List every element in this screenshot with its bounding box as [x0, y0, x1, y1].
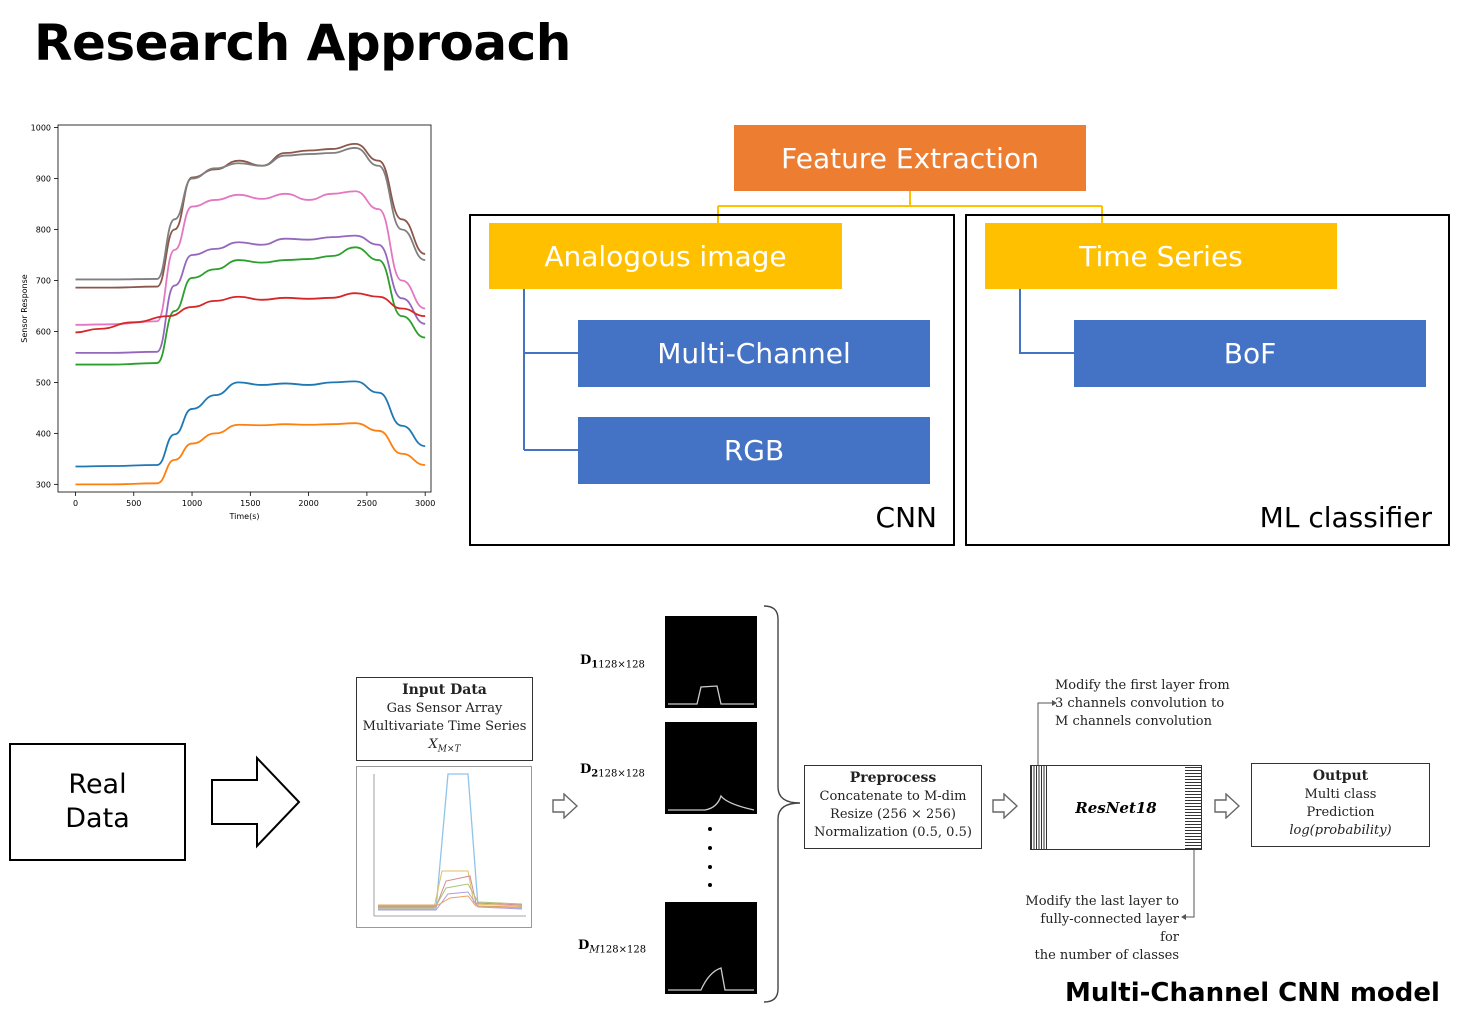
- input-data-box: Input Data Gas Sensor Array Multivariate…: [356, 677, 533, 761]
- last-layer-note-line1: Modify the last layer to: [1025, 894, 1179, 909]
- preprocess-title: Preprocess: [849, 770, 937, 786]
- rgb-label: RGB: [723, 434, 785, 467]
- output-line3: log(probability): [1289, 823, 1392, 838]
- y-tick-label: 800: [36, 225, 51, 234]
- cnn-frame: CNN: [469, 214, 955, 546]
- analogous-image-label: Analogous image: [544, 239, 787, 273]
- analogous-image-box: Analogous image: [489, 223, 842, 289]
- d2-sub: 2: [591, 768, 599, 780]
- time-series-box: Time Series: [985, 223, 1337, 289]
- series-line: [75, 190, 426, 326]
- small-arrow-icon: [992, 793, 1018, 819]
- d1-sub: 1: [591, 659, 599, 671]
- first-layer-note-line3: M channels convolution: [1055, 714, 1213, 729]
- dm-size: 128×128: [599, 944, 647, 956]
- ml-classifier-frame: ML classifier: [965, 214, 1450, 546]
- y-tick-label: 400: [36, 429, 51, 438]
- series-line: [75, 147, 426, 281]
- resnet-last-layer: [1185, 766, 1201, 849]
- output-box: Output Multi class Prediction log(probab…: [1251, 763, 1430, 847]
- tree-connectors: [523, 191, 1103, 451]
- output-title: Output: [1312, 768, 1369, 784]
- dm-label: DM128×128: [578, 938, 646, 956]
- resnet-first-layer: [1031, 766, 1047, 849]
- small-arrow-icon: [552, 793, 578, 819]
- d2-letter: D: [580, 762, 592, 777]
- dm-letter: D: [578, 938, 590, 953]
- x-tick-label: 0: [73, 499, 78, 508]
- d1-letter: D: [580, 653, 592, 668]
- dm-image-tile: [665, 902, 757, 994]
- input-symbol: X: [428, 737, 438, 752]
- first-layer-note-line1: Modify the first layer from: [1055, 678, 1230, 693]
- cnn-frame-label: CNN: [875, 501, 937, 534]
- small-arrow-icon: [1214, 793, 1240, 819]
- feature-extraction-label: Feature Extraction: [781, 141, 1039, 175]
- d1-image-tile: [665, 616, 757, 708]
- bof-label: BoF: [1223, 337, 1277, 370]
- slide-title: Research Approach: [34, 14, 571, 72]
- y-tick-label: 1000: [31, 124, 51, 133]
- preprocess-line2: Resize (256 × 256): [830, 807, 956, 822]
- series-line: [75, 246, 426, 366]
- x-tick-label: 2000: [298, 499, 318, 508]
- series-line: [75, 234, 426, 354]
- rgb-box: RGB: [578, 417, 930, 484]
- vertical-ellipsis-icon: [708, 827, 712, 887]
- plot-area: [57, 124, 432, 493]
- x-tick-label: 2500: [357, 499, 377, 508]
- output-line1: Multi class: [1304, 787, 1377, 802]
- x-tick-label: 500: [126, 499, 141, 508]
- multi-channel-box: Multi-Channel: [578, 320, 930, 387]
- time-series-label: Time Series: [1079, 239, 1243, 273]
- resnet-label: ResNet18: [1075, 798, 1157, 817]
- y-tick-label: 700: [36, 276, 51, 285]
- sensor-response-chart: 0 500 1000 1500 2000 2500 3000 300 400 500 600 700 8…: [20, 124, 435, 521]
- multivariate-series-thumbnail: [356, 766, 532, 928]
- multi-channel-label: Multi-Channel: [657, 337, 851, 370]
- resnet-box: ResNet18: [1030, 765, 1202, 850]
- y-tick-label: 600: [36, 327, 51, 336]
- real-data-box: Real Data: [9, 743, 186, 861]
- real-data-label: Real Data: [65, 769, 130, 834]
- y-axis-label: Sensor Response: [20, 274, 29, 342]
- preprocess-line1: Concatenate to M-dim: [819, 789, 967, 804]
- x-tick-label: 1500: [240, 499, 260, 508]
- x-tick-label: 1000: [182, 499, 202, 508]
- x-tick-label: 3000: [415, 499, 435, 508]
- y-tick-label: 300: [36, 480, 51, 489]
- last-layer-note-line3: the number of classes: [1034, 948, 1179, 963]
- feature-extraction-box: Feature Extraction: [734, 125, 1086, 191]
- input-data-title: Input Data: [402, 682, 487, 698]
- input-data-line1: Gas Sensor Array: [386, 701, 503, 716]
- preprocess-box: Preprocess Concatenate to M-dim Resize (…: [804, 765, 982, 849]
- preprocess-line3: Normalization (0.5, 0.5): [814, 825, 972, 840]
- ml-classifier-frame-label: ML classifier: [1259, 501, 1432, 534]
- dm-sub: M: [589, 944, 600, 956]
- series-line: [75, 422, 426, 486]
- right-brace-icon: [763, 605, 801, 1003]
- block-arrow-icon: [211, 755, 301, 849]
- input-symbol-sub: M×T: [437, 744, 461, 755]
- annotation-arrows: [1037, 700, 1195, 920]
- d2-size: 128×128: [598, 768, 645, 780]
- d1-size: 128×128: [598, 659, 645, 671]
- d2-image-tile: [665, 722, 757, 814]
- output-line2: Prediction: [1306, 805, 1375, 820]
- last-layer-note-line2: fully-connected layer for: [1040, 912, 1179, 945]
- input-data-line2: Multivariate Time Series: [362, 719, 527, 734]
- model-caption: Multi-Channel CNN model: [1065, 978, 1440, 1008]
- d2-label: D2128×128: [580, 762, 645, 780]
- x-axis-label: Time(s): [229, 512, 260, 521]
- last-layer-note: Modify the last layer to fully-connected…: [1023, 893, 1179, 965]
- first-layer-note: Modify the first layer from 3 channels c…: [1055, 677, 1230, 731]
- series-line: [75, 292, 426, 334]
- first-layer-note-line2: 3 channels convolution to: [1055, 696, 1225, 711]
- series-line: [75, 380, 426, 468]
- d1-label: D1128×128: [580, 653, 645, 671]
- y-tick-label: 500: [36, 378, 51, 387]
- y-tick-label: 900: [36, 175, 51, 184]
- bof-box: BoF: [1074, 320, 1426, 387]
